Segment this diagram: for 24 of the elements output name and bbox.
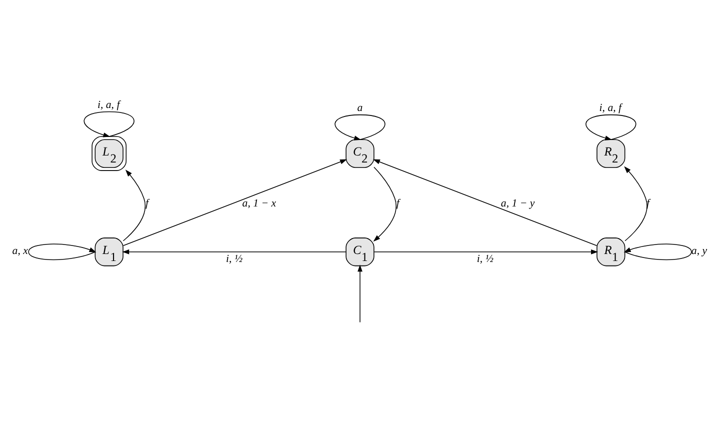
arrow	[122, 169, 146, 241]
arrow	[372, 158, 598, 246]
arrow	[28, 243, 96, 260]
arrow	[624, 166, 648, 241]
edge-label: i, ½	[476, 252, 494, 265]
edge-label: i, ½	[226, 252, 243, 265]
edge-label: i, a, f	[97, 98, 120, 110]
edge-label: a, y	[691, 244, 708, 256]
arrow	[373, 166, 396, 242]
arrow	[122, 158, 348, 246]
edge-label: a, 1 − x	[242, 196, 276, 209]
edge-label: f	[396, 196, 400, 209]
arrow	[358, 264, 362, 322]
edge-label: a, x	[12, 244, 28, 256]
arrow	[374, 248, 598, 254]
arrow	[624, 243, 692, 260]
arrow	[586, 114, 636, 140]
arrow	[84, 110, 134, 137]
edge-label: a, 1 − y	[500, 196, 535, 209]
arrow	[334, 114, 386, 140]
arrow	[122, 248, 346, 254]
edge-label: i, a, f	[599, 102, 622, 114]
edge-label: f	[145, 196, 149, 209]
edge-label: a	[357, 102, 363, 114]
